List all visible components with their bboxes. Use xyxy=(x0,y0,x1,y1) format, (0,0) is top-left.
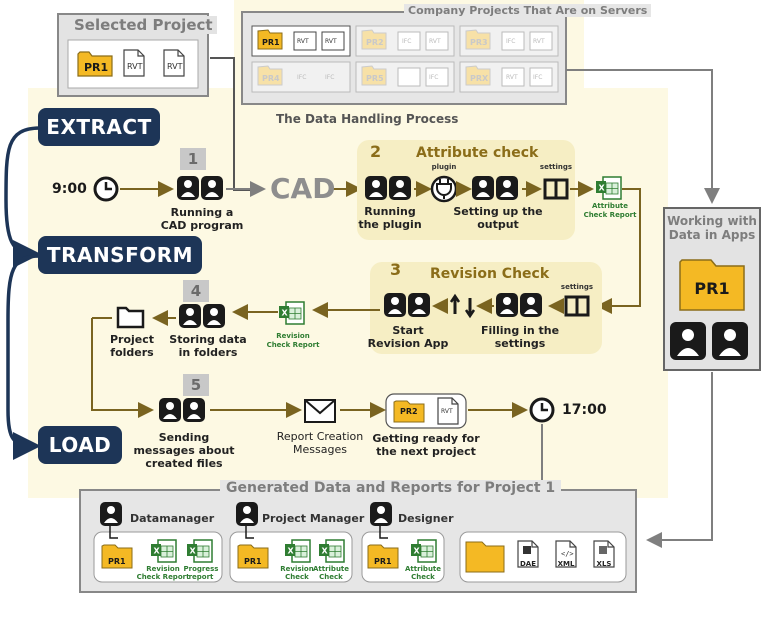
datamanager-report-1b: Check Report xyxy=(136,573,190,581)
datamanager-name: Datamanager xyxy=(130,512,215,525)
datamanager-report-1a: Revision xyxy=(146,565,180,573)
server-project-pr4: PR4 xyxy=(262,74,280,83)
step-3-label-2a: Filling in the xyxy=(480,324,560,337)
phase-transform: TRANSFORM xyxy=(38,236,202,274)
working-project-label: PR1 xyxy=(694,279,730,298)
step-2-label-1a: Running xyxy=(364,205,416,218)
selected-project-title: Selected Project xyxy=(70,16,217,34)
server-project-pr5: PR5 xyxy=(366,74,384,83)
server-project-pr1: PR1 xyxy=(262,38,280,47)
end-time: 17:00 xyxy=(562,402,607,418)
server-project-pr2: PR2 xyxy=(366,38,384,47)
file-dae: DAE xyxy=(519,560,537,568)
server-file: RVT xyxy=(325,38,337,45)
start-time: 9:00 xyxy=(52,181,87,197)
step-2-label-2b: output xyxy=(477,218,519,231)
messages-label-2: Messages xyxy=(293,443,347,456)
plugin-label: plugin xyxy=(431,163,457,171)
step-1-label-2: CAD program xyxy=(160,219,244,232)
step-3-label-1a: Start xyxy=(392,324,424,337)
server-project-grid xyxy=(251,25,559,93)
server-project-pr3: PR3 xyxy=(470,38,488,47)
pm-report-1b: Check xyxy=(285,573,309,581)
next-project-label: PR2 xyxy=(400,407,418,416)
working-title-2: Data in Apps xyxy=(668,228,756,242)
step-5-label-3: created files xyxy=(145,457,223,470)
step-3-label-2b: settings xyxy=(494,337,546,350)
pm-report-1a: Revision xyxy=(280,565,314,573)
messages-label-1: Report Creation xyxy=(276,430,364,443)
server-file: RVT xyxy=(533,38,545,45)
step-1-label-1: Running a xyxy=(170,206,234,219)
settings-label-3: settings xyxy=(560,283,594,291)
server-file: IFC xyxy=(506,38,516,45)
server-file: IFC xyxy=(402,38,412,45)
step-3-label-1b: Revision App xyxy=(367,337,449,350)
next-file-label: RVT xyxy=(441,408,453,415)
step-2-label-1b: the plugin xyxy=(358,218,422,231)
phase-load: LOAD xyxy=(38,426,122,464)
datamanager-report-2b: report xyxy=(188,573,214,581)
pm-project: PR1 xyxy=(244,557,262,566)
server-file: RVT xyxy=(297,38,309,45)
step-2-number: 2 xyxy=(370,142,382,161)
generated-title: Generated Data and Reports for Project 1 xyxy=(220,480,562,496)
pm-report-2b: Check xyxy=(319,573,343,581)
server-file: RVT xyxy=(429,38,441,45)
next-label-1: Getting ready for xyxy=(372,432,480,445)
working-title-1: Working with xyxy=(667,214,757,228)
designer-project: PR1 xyxy=(374,557,392,566)
step-4-label-1: Storing data xyxy=(169,333,247,346)
next-label-2: the next project xyxy=(376,445,476,458)
folders-label-1: Project xyxy=(109,333,155,346)
process-title: The Data Handling Process xyxy=(276,112,459,126)
step-1-number: 1 xyxy=(180,148,206,170)
phase-extract: EXTRACT xyxy=(38,108,160,146)
folders-label-2: folders xyxy=(110,346,154,359)
attribute-report-1: Attribute xyxy=(591,202,629,210)
server-file: IFC xyxy=(297,74,307,81)
pm-report-2a: Attribute xyxy=(312,565,350,573)
pm-name: Project Manager xyxy=(262,512,365,525)
selected-file-2: RVT xyxy=(167,62,183,71)
revision-report-1: Revision xyxy=(276,332,310,340)
server-file: IFC xyxy=(533,74,543,81)
file-xls: XLS xyxy=(596,560,612,568)
designer-report-1b: Check xyxy=(411,573,435,581)
sync-icon xyxy=(449,293,476,319)
server-file: IFC xyxy=(325,74,335,81)
step-2-title: Attribute check xyxy=(416,145,539,161)
selected-file-1: RVT xyxy=(127,62,143,71)
step-4-number: 4 xyxy=(183,280,209,302)
attribute-report-2: Check Report xyxy=(583,211,637,219)
settings-label-2: settings xyxy=(539,163,573,171)
file-xml: XML xyxy=(557,560,575,568)
step-5-label-1: Sending xyxy=(158,431,210,444)
cad-label: CAD xyxy=(270,172,336,205)
step-4-label-2: in folders xyxy=(178,346,238,359)
step-3-title: Revision Check xyxy=(430,266,550,282)
step-5-label-2: messages about xyxy=(133,444,235,457)
step-5-number: 5 xyxy=(183,374,209,396)
selected-project-label: PR1 xyxy=(84,61,109,74)
revision-report-2: Check Report xyxy=(266,341,320,349)
datamanager-report-2a: Progress xyxy=(183,565,219,573)
step-3-number: 3 xyxy=(390,260,402,279)
designer-name: Designer xyxy=(398,512,454,525)
server-file: RVT xyxy=(506,74,518,81)
svg-text:</>: </> xyxy=(561,550,574,558)
server-project-prx: PRX xyxy=(470,74,489,83)
step-2-label-2a: Setting up the xyxy=(453,205,543,218)
datamanager-project: PR1 xyxy=(108,557,126,566)
designer-report-1a: Attribute xyxy=(404,565,442,573)
company-projects-title: Company Projects That Are on Servers xyxy=(404,4,652,17)
server-file: IFC xyxy=(429,74,439,81)
